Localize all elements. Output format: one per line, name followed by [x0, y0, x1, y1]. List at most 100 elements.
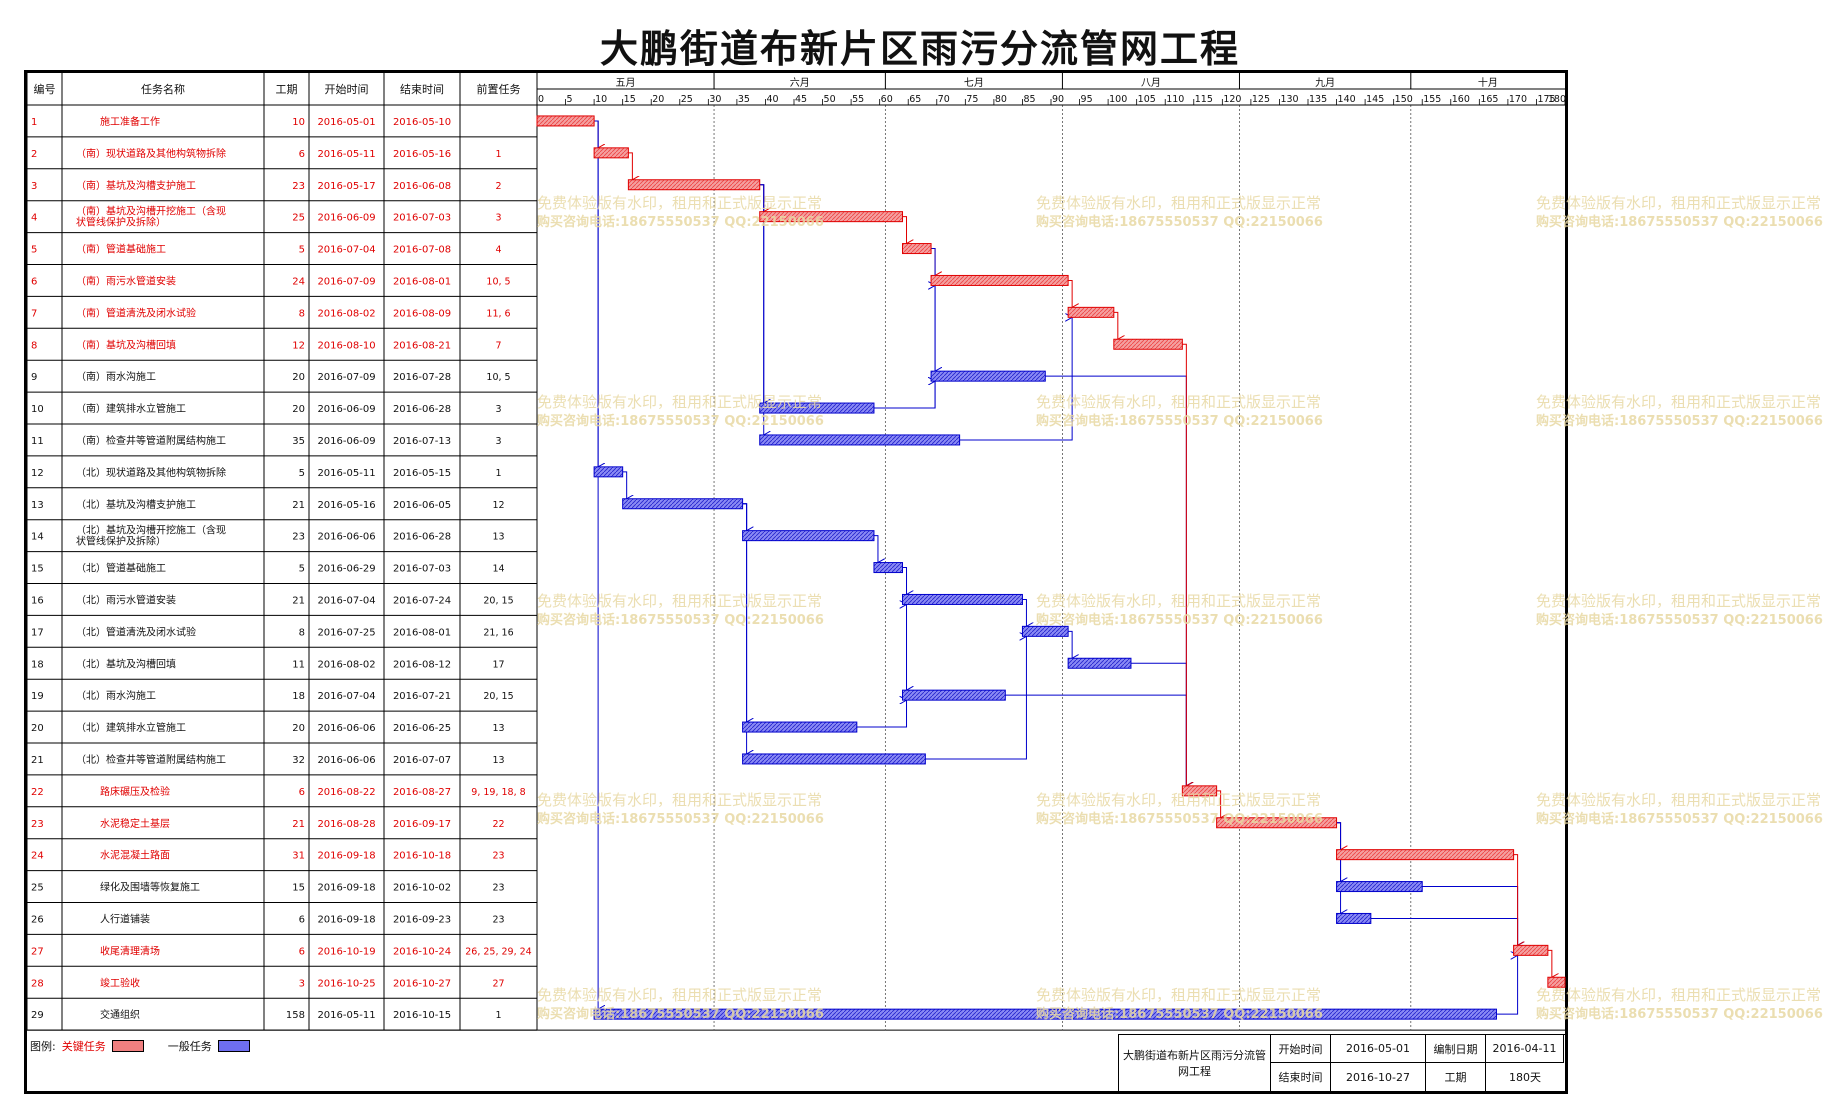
month-label: 八月	[1141, 77, 1161, 89]
task-id: 1	[31, 117, 37, 128]
task-end: 2016-10-02	[393, 883, 451, 894]
day-tick-label: 55	[852, 94, 864, 105]
task-end: 2016-08-09	[393, 308, 451, 319]
day-tick-label: 90	[1052, 94, 1064, 105]
task-start: 2016-06-29	[317, 564, 375, 575]
task-id: 27	[31, 946, 44, 957]
day-tick-label: 20	[652, 94, 664, 105]
task-predecessors: 1	[495, 1010, 501, 1021]
dependency-link	[742, 503, 747, 531]
task-id: 24	[31, 851, 44, 862]
task-id: 13	[31, 500, 44, 511]
task-end: 2016-07-21	[393, 691, 451, 702]
compile-label: 编制日期	[1426, 1035, 1486, 1063]
task-duration: 8	[299, 308, 305, 319]
task-predecessors: 26, 25, 29, 24	[465, 946, 531, 957]
task-end: 2016-08-01	[393, 276, 451, 287]
day-tick-label: 45	[795, 94, 807, 105]
task-start: 2016-06-06	[317, 723, 375, 734]
watermark-line2: 购买咨询电话:18675550537 QQ:22150066	[537, 811, 824, 827]
day-tick-label: 25	[681, 94, 693, 105]
watermark-line1: 免费体验版有水印，租用和正式版显示正常	[1036, 592, 1321, 610]
task-duration: 5	[299, 564, 305, 575]
task-name: （北）雨污水管道安装	[76, 593, 176, 606]
table-header-1: 任务名称	[141, 82, 185, 96]
task-end: 2016-08-12	[393, 659, 451, 670]
day-tick-label: 160	[1452, 94, 1470, 105]
day-tick-label: 70	[938, 94, 950, 105]
task-predecessors: 21, 16	[483, 627, 513, 638]
gantt-bar	[1547, 976, 1566, 988]
task-name: 路床碾压及检验	[100, 785, 170, 798]
day-tick-label: 155	[1423, 94, 1441, 105]
task-predecessors: 13	[492, 532, 504, 543]
gantt-bar	[742, 530, 875, 542]
watermark-line1: 免费体验版有水印，租用和正式版显示正常	[1036, 393, 1321, 411]
task-id: 23	[31, 819, 44, 830]
watermark-line1: 免费体验版有水印，租用和正式版显示正常	[1036, 194, 1321, 212]
task-duration: 23	[292, 532, 305, 543]
task-duration: 20	[292, 404, 305, 415]
task-start: 2016-09-18	[317, 914, 375, 925]
day-tick-label: 40	[766, 94, 778, 105]
dependency-link	[873, 381, 935, 409]
day-tick-label: 85	[1023, 94, 1035, 105]
dependency-link	[759, 184, 764, 435]
task-start: 2016-07-04	[317, 595, 375, 606]
task-id: 21	[31, 755, 44, 766]
gantt-bar	[902, 593, 1023, 605]
gantt-bar	[593, 466, 624, 478]
task-predecessors: 13	[492, 755, 504, 766]
task-end: 2016-07-28	[393, 372, 451, 383]
month-label: 九月	[1315, 77, 1335, 89]
task-id: 5	[31, 245, 37, 256]
dependency-link	[1068, 630, 1072, 658]
task-id: 19	[31, 691, 44, 702]
task-duration: 21	[292, 500, 305, 511]
dependency-link	[1370, 917, 1518, 945]
watermark-line2: 购买咨询电话:18675550537 QQ:22150066	[537, 413, 824, 429]
task-end: 2016-05-16	[393, 149, 451, 160]
task-name: （南）雨污水管道安装	[76, 274, 176, 287]
watermark-line1: 免费体验版有水印，租用和正式版显示正常	[1536, 592, 1821, 610]
task-duration: 12	[292, 340, 305, 351]
task-name: （北）检查井等管道附属结构施工	[76, 753, 226, 766]
task-start: 2016-05-16	[317, 500, 375, 511]
task-id: 10	[31, 404, 44, 415]
legend-prefix: 图例:	[30, 1040, 56, 1053]
legend-critical-swatch	[111, 1040, 144, 1052]
dependency-link	[856, 700, 907, 728]
task-start: 2016-05-11	[317, 1010, 375, 1021]
dependency-link	[1336, 822, 1341, 914]
task-predecessors: 9, 19, 18, 8	[471, 787, 525, 798]
task-name: 收尾清理清场	[100, 944, 160, 957]
watermark-line1: 免费体验版有水印，租用和正式版显示正常	[537, 791, 822, 809]
task-predecessors: 10, 5	[486, 276, 510, 287]
day-tick-label: 0	[538, 94, 544, 105]
day-tick-label: 170	[1509, 94, 1527, 105]
task-predecessors: 23	[492, 914, 504, 925]
watermark-line1: 免费体验版有水印，租用和正式版显示正常	[1536, 194, 1821, 212]
task-name: （南）雨水沟施工	[76, 370, 156, 383]
gantt-bar	[622, 498, 744, 510]
task-id: 29	[31, 1010, 44, 1021]
day-tick-label: 60	[881, 94, 893, 105]
task-name: （北）基坑及沟槽开挖施工（含现	[76, 524, 226, 537]
task-start: 2016-07-04	[317, 691, 375, 702]
watermark-line2: 购买咨询电话:18675550537 QQ:22150066	[1536, 612, 1823, 628]
task-end: 2016-06-25	[393, 723, 451, 734]
gantt-bar	[536, 115, 595, 127]
dependency-link	[742, 503, 747, 754]
dependency-link	[1513, 854, 1518, 946]
task-predecessors: 3	[495, 436, 501, 447]
dependency-link	[1336, 822, 1341, 850]
task-start: 2016-07-25	[317, 627, 375, 638]
task-id: 14	[31, 532, 44, 543]
task-name: （北）建筑排水立管施工	[76, 721, 186, 734]
task-start: 2016-06-09	[317, 404, 375, 415]
task-start: 2016-06-06	[317, 755, 375, 766]
gantt-bar	[1336, 912, 1372, 924]
dependency-link	[1022, 598, 1026, 626]
gantt-bar	[930, 274, 1069, 286]
